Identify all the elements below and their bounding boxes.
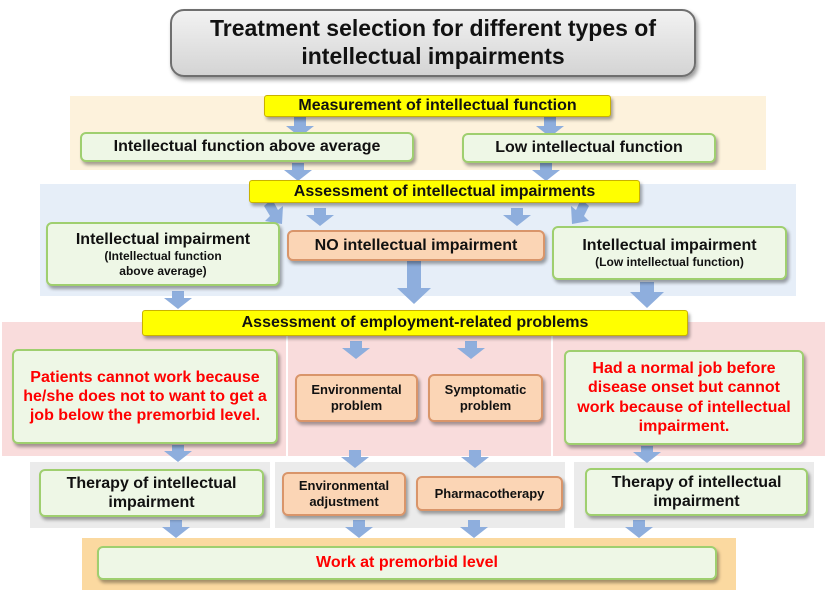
- left-impairment-title: Intellectual impairment: [75, 231, 251, 249]
- right-impairment-subtitle: (Low intellectual function): [595, 255, 744, 270]
- environmental-adjustment-text: Environmental adjustment: [298, 478, 390, 509]
- outcome-box: Work at premorbid level: [97, 546, 717, 580]
- right-employment-text: Had a normal job before disease onset bu…: [577, 360, 791, 435]
- left-therapy-text: Therapy of intellectual impairment: [66, 474, 237, 511]
- left-employment-text: Patients cannot work because he/she does…: [23, 368, 267, 425]
- above-average-box: Intellectual function above average: [80, 132, 414, 162]
- outcome-text: Work at premorbid level: [316, 554, 498, 572]
- environmental-problem-text: Environmental problem: [311, 382, 402, 413]
- right-therapy-text: Therapy of intellectual impairment: [611, 473, 782, 510]
- assessment-header: Assessment of intellectual impairments: [249, 180, 640, 203]
- measurement-header-text: Measurement of intellectual function: [298, 97, 577, 115]
- right-impairment-title: Intellectual impairment: [582, 237, 757, 255]
- pharmacotherapy-box: Pharmacotherapy: [416, 476, 563, 511]
- diagram-title: Treatment selection for different types …: [170, 9, 696, 77]
- low-function-text: Low intellectual function: [495, 139, 683, 157]
- right-impairment-box: Intellectual impairment (Low intellectua…: [552, 226, 787, 280]
- left-employment-box: Patients cannot work because he/she does…: [12, 349, 278, 444]
- left-impairment-subtitle: (Intellectual function above average): [104, 249, 222, 278]
- no-impairment-text: NO intellectual impairment: [314, 236, 518, 254]
- left-therapy-box: Therapy of intellectual impairment: [39, 469, 264, 517]
- assessment-header-text: Assessment of intellectual impairments: [293, 182, 596, 200]
- environmental-adjustment-box: Environmental adjustment: [282, 472, 406, 516]
- left-impairment-box: Intellectual impairment (Intellectual fu…: [46, 222, 280, 286]
- no-impairment-box: NO intellectual impairment: [287, 230, 545, 261]
- pharmacotherapy-text: Pharmacotherapy: [434, 485, 545, 501]
- environmental-problem-box: Environmental problem: [295, 374, 418, 422]
- employment-header-text: Assessment of employment-related problem…: [241, 314, 589, 332]
- right-therapy-box: Therapy of intellectual impairment: [585, 468, 808, 516]
- diagram-title-text: Treatment selection for different types …: [209, 15, 657, 69]
- symptomatic-problem-box: Symptomatic problem: [428, 374, 543, 422]
- symptomatic-problem-text: Symptomatic problem: [444, 382, 527, 413]
- low-function-box: Low intellectual function: [462, 133, 716, 163]
- above-average-text: Intellectual function above average: [113, 138, 381, 156]
- measurement-header: Measurement of intellectual function: [264, 95, 611, 117]
- right-employment-box: Had a normal job before disease onset bu…: [564, 350, 804, 445]
- employment-header: Assessment of employment-related problem…: [142, 310, 688, 336]
